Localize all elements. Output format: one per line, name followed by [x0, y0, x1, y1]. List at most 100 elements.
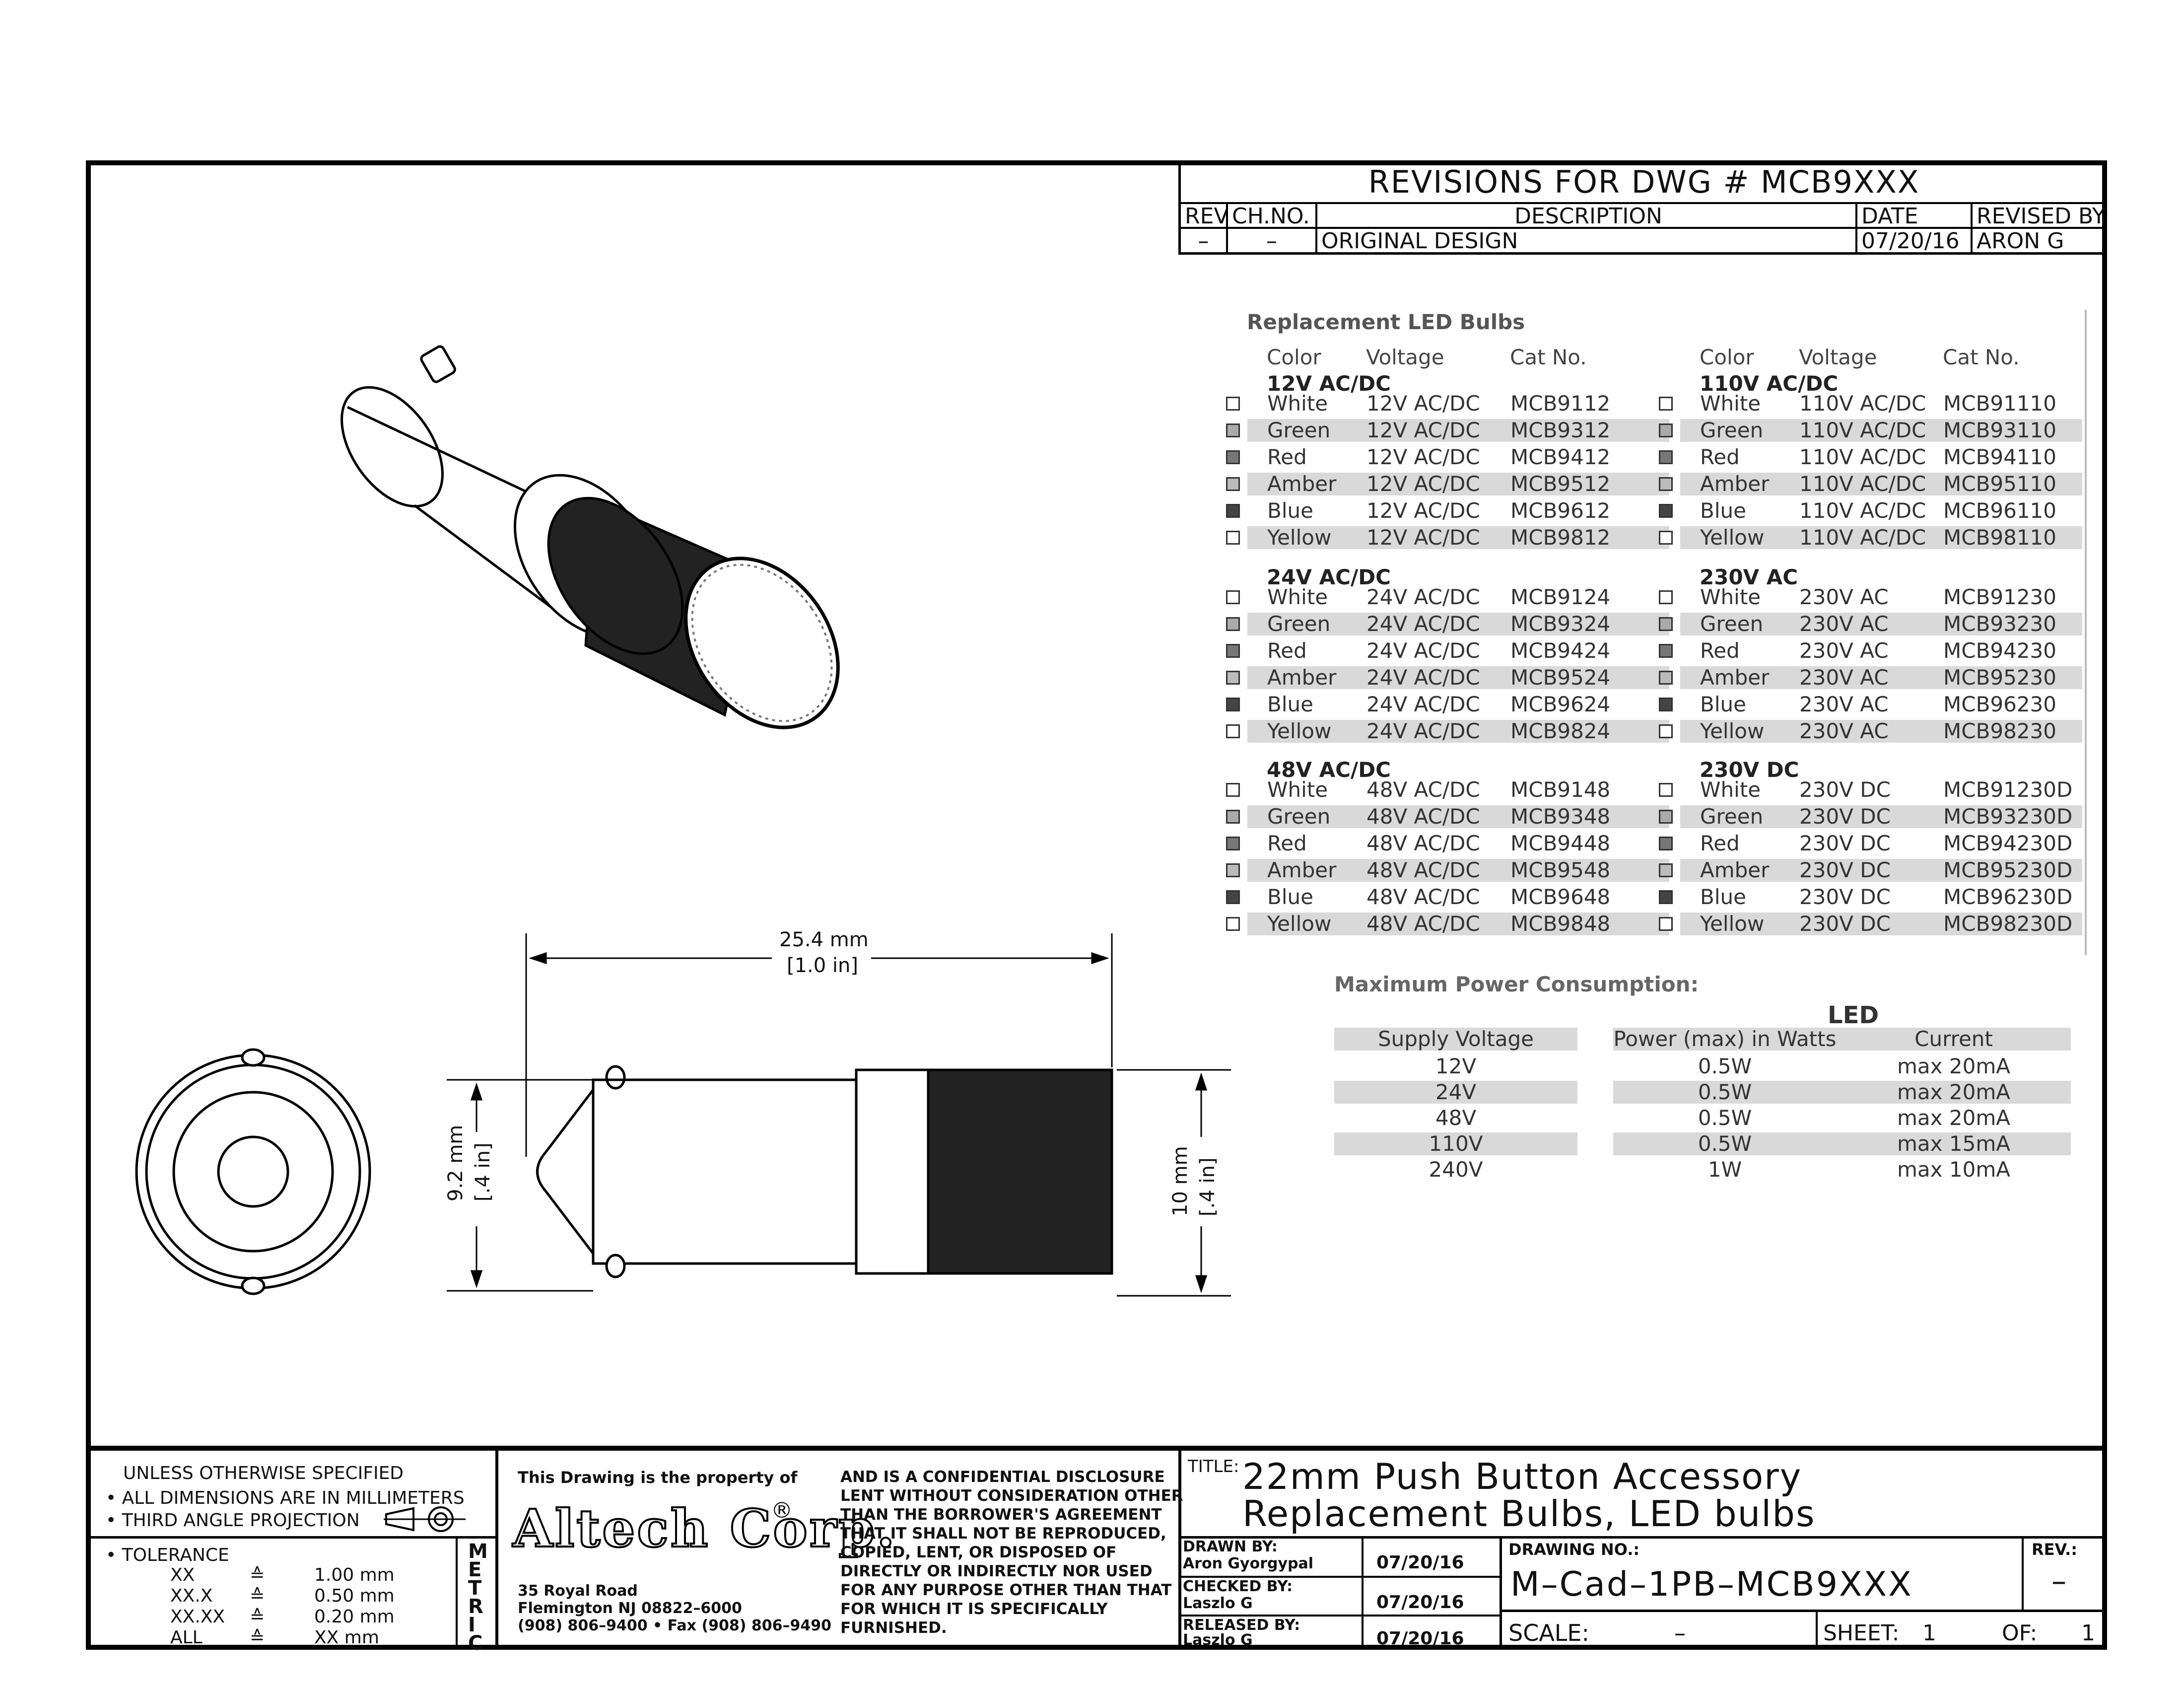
- metric-letter: E: [468, 1558, 482, 1581]
- bulb-color: Yellow: [1700, 525, 1765, 550]
- bulb-color: Blue: [1267, 885, 1313, 909]
- bulb-color: Yellow: [1267, 912, 1332, 936]
- bulb-color: Yellow: [1267, 719, 1332, 743]
- bulb-color: Yellow: [1700, 719, 1765, 743]
- bulb-catno: MCB9848: [1510, 912, 1611, 936]
- bulb-catno: MCB9524: [1510, 665, 1611, 690]
- bulb-color: Green: [1700, 418, 1764, 442]
- checked-date: 07/20/16: [1376, 1592, 1464, 1613]
- group-header: 230V DC: [1700, 758, 1799, 782]
- color-swatch: [1659, 617, 1673, 631]
- bulb-catno: MCB95110: [1943, 472, 2056, 496]
- color-swatch: [1659, 397, 1673, 411]
- bulb-voltage: 230V AC: [1799, 692, 1889, 716]
- bulb-voltage: 48V AC/DC: [1366, 912, 1480, 936]
- bulb-voltage: 230V DC: [1799, 804, 1891, 829]
- color-swatch: [1226, 783, 1240, 797]
- company-logo: Altech Corp.: [512, 1497, 897, 1560]
- bulb-voltage: 110V AC/DC: [1799, 498, 1926, 523]
- of-value: 1: [2081, 1620, 2095, 1646]
- power-header-power: Power (max) in Watts: [1613, 1027, 1837, 1051]
- bulb-voltage: 110V AC/DC: [1799, 472, 1926, 496]
- dia-left-mm: 9.2 mm: [444, 1125, 467, 1201]
- revisions-title: REVISIONS FOR DWG # MCB9XXX: [1181, 160, 2107, 204]
- color-swatch: [1226, 698, 1240, 711]
- bulb-voltage: 12V AC/DC: [1366, 391, 1480, 416]
- dimension-lines: [447, 933, 1231, 1297]
- metric-letter: M: [468, 1540, 488, 1563]
- bulb-color: Yellow: [1267, 525, 1332, 550]
- bulb-catno: MCB9512: [1510, 472, 1611, 496]
- bulb-color: Blue: [1267, 498, 1313, 523]
- bulb-color: Green: [1267, 418, 1331, 442]
- bulb-voltage: 110V AC/DC: [1799, 418, 1926, 442]
- tolerance-text: • TOLERANCE: [106, 1545, 229, 1565]
- bulb-catno: MCB94230D: [1943, 831, 2073, 855]
- color-swatch: [1226, 504, 1240, 518]
- bulb-voltage: 12V AC/DC: [1366, 418, 1480, 442]
- color-swatch: [1659, 423, 1673, 437]
- checked-by-label: CHECKED BY:: [1183, 1578, 1293, 1595]
- isometric-bulb-view: [341, 345, 840, 729]
- bulb-voltage: 110V AC/DC: [1799, 391, 1926, 416]
- drawing-no: M–Cad–1PB–MCB9XXX: [1510, 1565, 1913, 1604]
- bulb-voltage: 230V AC: [1799, 665, 1889, 690]
- tolerance-symbol: ≙: [250, 1627, 265, 1648]
- bulb-catno: MCB9448: [1510, 831, 1611, 855]
- bulb-voltage: 48V AC/DC: [1366, 777, 1480, 802]
- bulb-catno: MCB94230: [1943, 638, 2056, 663]
- color-swatch: [1226, 644, 1240, 658]
- confidential-line: DIRECTLY OR INDIRECTLY NOR USED: [840, 1562, 1153, 1580]
- bulb-voltage: 230V AC: [1799, 638, 1889, 663]
- date-cell: 07/20/16: [1857, 229, 1973, 254]
- confidential-line: FOR ANY PURPOSE OTHER THAN THAT: [840, 1581, 1172, 1599]
- bulb-catno: MCB9348: [1510, 804, 1611, 829]
- color-swatch: [1226, 863, 1240, 877]
- color-swatch: [1659, 644, 1673, 658]
- drawn-date: 07/20/16: [1376, 1552, 1464, 1573]
- color-swatch: [1659, 917, 1673, 931]
- all-dims-text: • ALL DIMENSIONS ARE IN MILLIMETERS: [106, 1488, 465, 1508]
- bulb-voltage: 12V AC/DC: [1366, 445, 1480, 469]
- address-line-2: Flemington NJ 08822–6000: [518, 1600, 742, 1617]
- power-header-supply: Supply Voltage: [1334, 1028, 1577, 1051]
- color-swatch: [1226, 917, 1240, 931]
- bulb-catno: MCB91230: [1943, 585, 2056, 609]
- metric-letter: R: [468, 1595, 483, 1618]
- col-header-color: Color: [1267, 345, 1321, 369]
- side-view: [536, 1065, 1113, 1278]
- color-swatch: [1659, 504, 1673, 518]
- released-date: 07/20/16: [1376, 1628, 1464, 1649]
- bulb-voltage: 230V DC: [1799, 777, 1891, 802]
- bulb-voltage: 230V AC: [1799, 719, 1889, 743]
- released-by: Laszlo G: [1183, 1631, 1253, 1649]
- power-cell: 0.5W: [1698, 1054, 1752, 1078]
- bulb-voltage: 12V AC/DC: [1366, 472, 1480, 496]
- power-cell: 0.5W: [1613, 1132, 1837, 1155]
- tolerance-symbol: ≙: [250, 1607, 265, 1627]
- bulb-voltage: 12V AC/DC: [1366, 498, 1480, 523]
- drawn-by-label: DRAWN BY:: [1183, 1538, 1278, 1555]
- color-swatch: [1226, 671, 1240, 685]
- power-header-current: Current: [1837, 1028, 2071, 1051]
- description-header: DESCRIPTION: [1317, 204, 1857, 227]
- bulb-row: Yellow 48V AC/DC MCB9848: [1247, 913, 1669, 935]
- power-cell: 0.5W: [1613, 1081, 1837, 1104]
- bulb-color: Red: [1700, 831, 1740, 855]
- bulb-catno: MCB9324: [1510, 612, 1611, 636]
- supply-voltage-cell: 110V: [1334, 1132, 1577, 1155]
- tolerance-value: 1.00 mm: [314, 1565, 395, 1585]
- reg-mark: ®: [771, 1498, 793, 1523]
- tolerance-format: ALL: [170, 1627, 203, 1648]
- color-swatch: [1659, 783, 1673, 797]
- current-cell: max 20mA: [1897, 1054, 2010, 1078]
- bulb-catno: MCB94110: [1943, 445, 2056, 469]
- metric-letter: I: [468, 1614, 476, 1636]
- current-cell: max 10mA: [1897, 1157, 2010, 1182]
- color-swatch: [1226, 450, 1240, 464]
